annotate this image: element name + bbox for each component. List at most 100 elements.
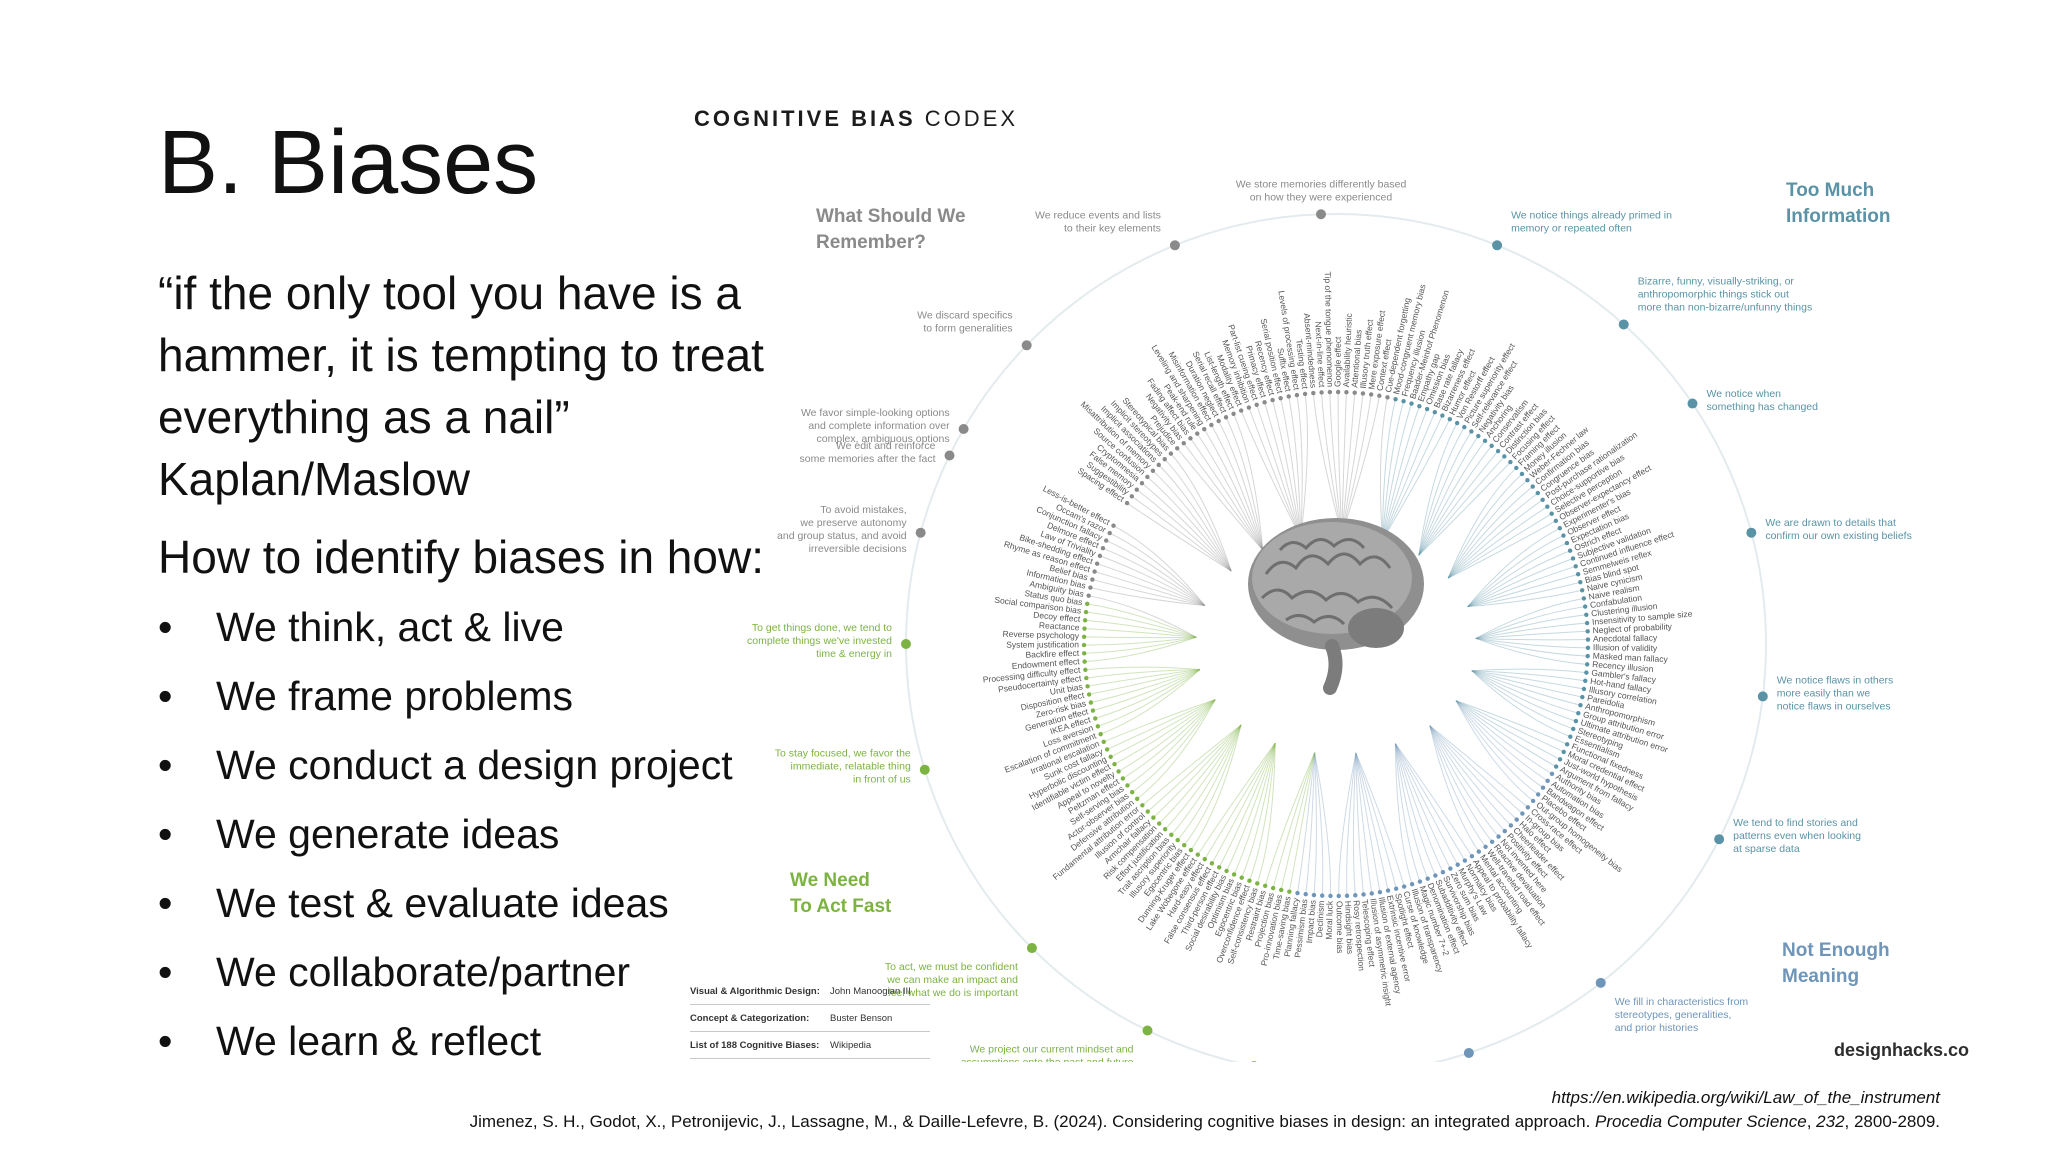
- outer-note-line: We store memories differently based: [1236, 178, 1407, 190]
- bias-dot: [1335, 389, 1341, 395]
- bias-dot: [1344, 390, 1349, 395]
- branch-line: [1152, 470, 1232, 572]
- citation-main: Jimenez, S. H., Godot, X., Petronijevic,…: [469, 1112, 1596, 1131]
- outer-note-line: patterns even when looking: [1733, 830, 1861, 842]
- outer-note-line: We are drawn to details that: [1765, 517, 1896, 529]
- branch-line: [1312, 392, 1343, 535]
- quote-line: everything as a nail”: [158, 391, 570, 443]
- bias-dot: [1101, 739, 1106, 745]
- outer-note-line: stereotypes, generalities,: [1615, 1009, 1732, 1021]
- bias-dot: [1125, 783, 1130, 788]
- branch-line: [1429, 725, 1486, 848]
- bullet-text: We collaborate/partner: [216, 949, 631, 995]
- bias-dot: [1549, 511, 1554, 516]
- bias-dot: [1530, 484, 1535, 489]
- bullet-dot: •: [158, 811, 173, 857]
- bias-dot: [1545, 504, 1550, 509]
- outer-note-line: To avoid mistakes,: [820, 504, 906, 516]
- bias-dot: [1111, 523, 1116, 528]
- bias-dot: [1162, 827, 1168, 832]
- branch-line: [1475, 606, 1586, 639]
- branch-line: [1305, 752, 1316, 895]
- branch-line: [1429, 725, 1480, 852]
- note-dot: [944, 450, 955, 461]
- outer-note-line: We notice flaws in others: [1777, 674, 1894, 686]
- branch-line: [1122, 699, 1216, 779]
- note-dot: [1021, 340, 1032, 351]
- branch-line: [1113, 525, 1206, 606]
- branch-line: [1210, 424, 1264, 551]
- note-dot: [958, 424, 969, 434]
- bias-dot: [1530, 798, 1536, 804]
- bias-dot: [1216, 418, 1221, 424]
- branch-line: [1084, 628, 1197, 638]
- branch-line: [1471, 670, 1577, 722]
- bias-dot: [1202, 426, 1207, 432]
- bias-dot: [1278, 395, 1283, 401]
- branch-line: [1471, 670, 1585, 690]
- bias-dot: [1083, 609, 1089, 615]
- bias-dot: [1124, 500, 1130, 506]
- bias-dot: [1476, 433, 1481, 439]
- codex-credits: Visual & Algorithmic Design:John Manoogi…: [690, 978, 930, 1059]
- outer-note-line: in front of us: [853, 774, 911, 786]
- branch-line: [1471, 670, 1581, 706]
- branch-line: [1338, 752, 1357, 896]
- bias-dot: [1570, 556, 1576, 561]
- branch-line: [1086, 669, 1200, 679]
- branch-line: [1337, 392, 1343, 535]
- bullet-text: We frame problems: [216, 673, 573, 719]
- branch-line: [1475, 622, 1588, 639]
- bias-dot: [1549, 771, 1555, 776]
- bias-dot: [1104, 747, 1110, 752]
- branch-line: [1196, 433, 1264, 551]
- outer-note-line: Bizarre, funny, visually-striking, or: [1638, 275, 1795, 287]
- bias-dot: [1081, 651, 1087, 656]
- branch-line: [1314, 752, 1332, 896]
- branch-line: [1106, 540, 1206, 606]
- quote-attribution: Kaplan/Maslow: [158, 453, 470, 505]
- branch-line: [1394, 743, 1421, 882]
- bias-dot: [1098, 731, 1103, 737]
- branch-line: [1153, 724, 1242, 818]
- bias-dot: [1216, 865, 1222, 870]
- note-dot: [1142, 1025, 1153, 1036]
- branch-line: [1226, 742, 1276, 872]
- bias-dot: [1584, 612, 1589, 617]
- bias-dot: [1489, 839, 1495, 844]
- bias-dot: [1254, 402, 1259, 408]
- bullet-text: We think, act & live: [216, 604, 564, 650]
- bias-label: System justification: [1006, 639, 1079, 649]
- branch-line: [1447, 473, 1523, 579]
- branch-line: [1136, 489, 1232, 572]
- branch-line: [1300, 393, 1308, 538]
- branch-line: [1467, 550, 1571, 608]
- bias-dot: [1134, 796, 1140, 802]
- quote-line: hammer, it is tempting to treat: [158, 329, 764, 381]
- branch-line: [1233, 413, 1264, 551]
- branch-line: [1455, 700, 1561, 760]
- credit-value: Buster Benson: [830, 1012, 893, 1024]
- bias-dot: [1584, 620, 1590, 626]
- branch-line: [1170, 453, 1232, 572]
- branch-line: [1394, 743, 1451, 869]
- bias-dot: [1377, 889, 1383, 895]
- bias-dot: [1181, 440, 1186, 446]
- note-dot: [1026, 943, 1037, 954]
- bias-label: Tip of the tongue phenomenon: [1323, 272, 1336, 388]
- bias-dot: [1462, 858, 1468, 863]
- bias-dot: [1086, 593, 1091, 598]
- bias-dot: [1553, 764, 1559, 769]
- branch-line: [1355, 752, 1405, 887]
- branch-line: [1084, 636, 1197, 663]
- bias-dot: [1502, 828, 1507, 834]
- branch-line: [1394, 743, 1444, 873]
- branch-line: [1394, 743, 1413, 885]
- bias-dot: [1575, 572, 1581, 577]
- branch-line: [1418, 422, 1458, 556]
- branch-line: [1475, 637, 1588, 657]
- bias-dot: [1262, 400, 1267, 405]
- bias-dot: [1564, 540, 1570, 546]
- outer-note-line: time & energy in: [816, 648, 892, 660]
